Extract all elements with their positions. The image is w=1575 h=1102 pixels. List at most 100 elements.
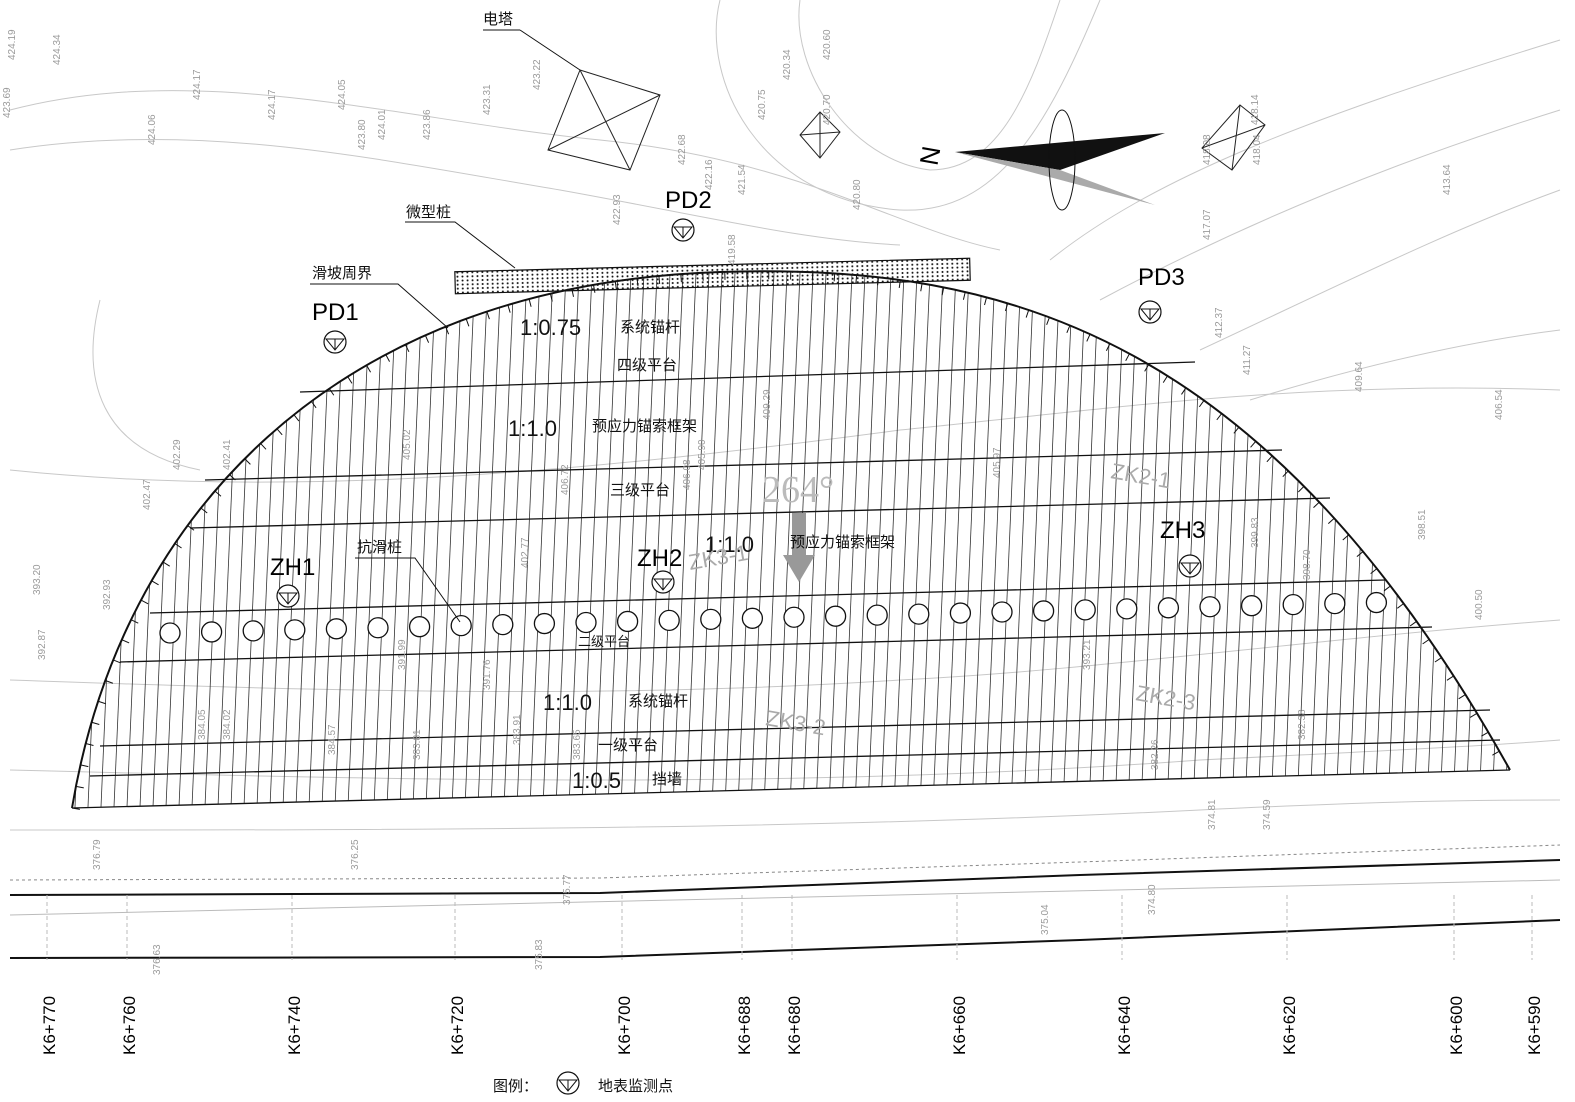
elevation-label: 393.21 (1082, 639, 1093, 670)
slope-treatment: 系统锚杆 (628, 692, 688, 710)
legend: 图例： 地表监测点 (493, 1071, 673, 1095)
monitoring-point: ZH3 (1160, 517, 1205, 578)
elevation-label: 392.93 (102, 579, 113, 610)
chainage-label: K6+740 (285, 996, 304, 1055)
chainage-label: K6+600 (1447, 996, 1466, 1055)
monitoring-point-icon (556, 1071, 580, 1095)
anti-slide-pile (242, 620, 264, 642)
slope-ratio: 1:0.75 (520, 315, 581, 340)
elevation-label: 417.07 (1202, 209, 1213, 240)
anti-slide-pile (367, 617, 389, 639)
elevation-label: 420.70 (822, 94, 833, 125)
borehole-label: ZK2-1 (1109, 458, 1172, 493)
slope-treatment: 挡墙 (652, 770, 682, 788)
monitoring-point-label: ZH2 (637, 545, 682, 572)
chainage-label: K6+688 (735, 996, 754, 1055)
slope-ratio: 1:0.5 (572, 768, 621, 793)
elevation-label: 383.91 (512, 714, 523, 745)
elevation-label: 423.22 (532, 59, 543, 90)
anti-slide-pile (159, 622, 181, 644)
tower-label: 电塔 (483, 10, 513, 28)
anti-slide-pile (991, 601, 1013, 623)
elevation-label: 424.01 (377, 109, 388, 140)
micro-pile-label: 微型桩 (406, 203, 451, 221)
monitoring-point-label: PD3 (1138, 264, 1185, 291)
anti-slide-pile (1116, 598, 1138, 620)
elevation-label: 409.29 (762, 389, 773, 420)
elevation-label: 406.08 (682, 459, 693, 490)
elevation-label: 412.37 (1214, 307, 1225, 338)
anti-slide-pile (741, 607, 764, 629)
elevation-label: 400.50 (1474, 589, 1485, 620)
anti-slide-pile-label: 抗滑桩 (357, 538, 402, 556)
anti-slide-pile (908, 603, 930, 625)
elevation-label: 423.69 (2, 87, 13, 118)
elevation-label: 418.04 (1252, 134, 1263, 165)
elevation-label: 423.80 (357, 119, 368, 150)
anti-slide-pile (866, 604, 888, 626)
anti-slide-piles (159, 591, 1388, 644)
azimuth-label: 264° (762, 469, 834, 511)
north-arrow-icon: N (914, 109, 1165, 211)
chainage-label: K6+720 (448, 996, 467, 1055)
legend-item-label: 地表监测点 (598, 1077, 673, 1095)
elevation-label: 374.59 (1262, 799, 1273, 830)
anti-slide-pile (1032, 600, 1055, 622)
monitoring-point-label: ZH3 (1160, 517, 1205, 544)
elevation-label: 375.04 (1040, 904, 1051, 935)
elevation-label: 402.47 (142, 479, 153, 510)
elevation-label: 413.64 (1442, 164, 1453, 195)
chainage-label: K6+760 (120, 996, 139, 1055)
elevation-label: 398.70 (1302, 549, 1313, 580)
anti-slide-pile (700, 608, 722, 630)
elevation-label: 421.54 (737, 164, 748, 195)
monitoring-point-label: PD2 (665, 187, 712, 214)
anti-slide-pile (575, 611, 597, 634)
leader-lines (310, 221, 516, 623)
anti-slide-pile (783, 606, 805, 628)
chainage-label: K6+640 (1115, 996, 1134, 1055)
elevation-label: 384.02 (222, 709, 233, 740)
elevation-label: 402.77 (520, 537, 531, 568)
elevation-label: 374.80 (1147, 884, 1158, 915)
elevation-label: 424.17 (267, 89, 278, 120)
monitoring-point: ZH1 (270, 554, 315, 608)
elevation-label: 382.38 (1297, 709, 1308, 740)
north-label: N (914, 144, 947, 168)
anti-slide-pile (200, 621, 223, 643)
elevation-label: 424.06 (147, 114, 158, 145)
slope-ratio: 1:1.0 (508, 416, 557, 441)
anti-slide-pile (616, 610, 639, 633)
anti-slide-pile (1282, 594, 1304, 616)
anti-slide-pile (1240, 595, 1263, 617)
elevation-label: 402.29 (172, 439, 183, 470)
elevation-label: 424.05 (337, 79, 348, 110)
monitoring-point: ZH2 (637, 545, 682, 594)
anti-slide-pile (325, 618, 348, 640)
tower-symbol (547, 69, 1266, 171)
anti-slide-pile (658, 609, 680, 632)
anti-slide-pile (1157, 597, 1180, 619)
elevation-label: 420.75 (757, 89, 768, 120)
elevation-label: 411.27 (1242, 345, 1253, 375)
chainage-label: K6+680 (785, 996, 804, 1055)
platform-label: 二级平台 (578, 635, 630, 650)
elevation-label: 405.97 (992, 447, 1003, 478)
monitoring-point-label: PD1 (312, 299, 359, 326)
slope-treatment: 系统锚杆 (620, 318, 680, 336)
elevation-label: 424.19 (7, 29, 18, 60)
platform-label: 四级平台 (617, 356, 677, 374)
anti-slide-pile (450, 615, 472, 637)
elevation-label: 383.81 (412, 729, 423, 760)
road-lines (9, 844, 1561, 959)
anti-slide-pile (1074, 599, 1096, 621)
elevation-label: 422.16 (704, 159, 715, 190)
anti-slide-pile (1365, 591, 1388, 614)
elevation-label: 420.34 (782, 49, 793, 80)
elevation-label: 406.72 (560, 464, 571, 495)
elevation-label: 382.26 (1150, 739, 1161, 770)
elevation-label: 420.60 (822, 29, 833, 60)
elevation-label: 424.34 (52, 34, 63, 65)
